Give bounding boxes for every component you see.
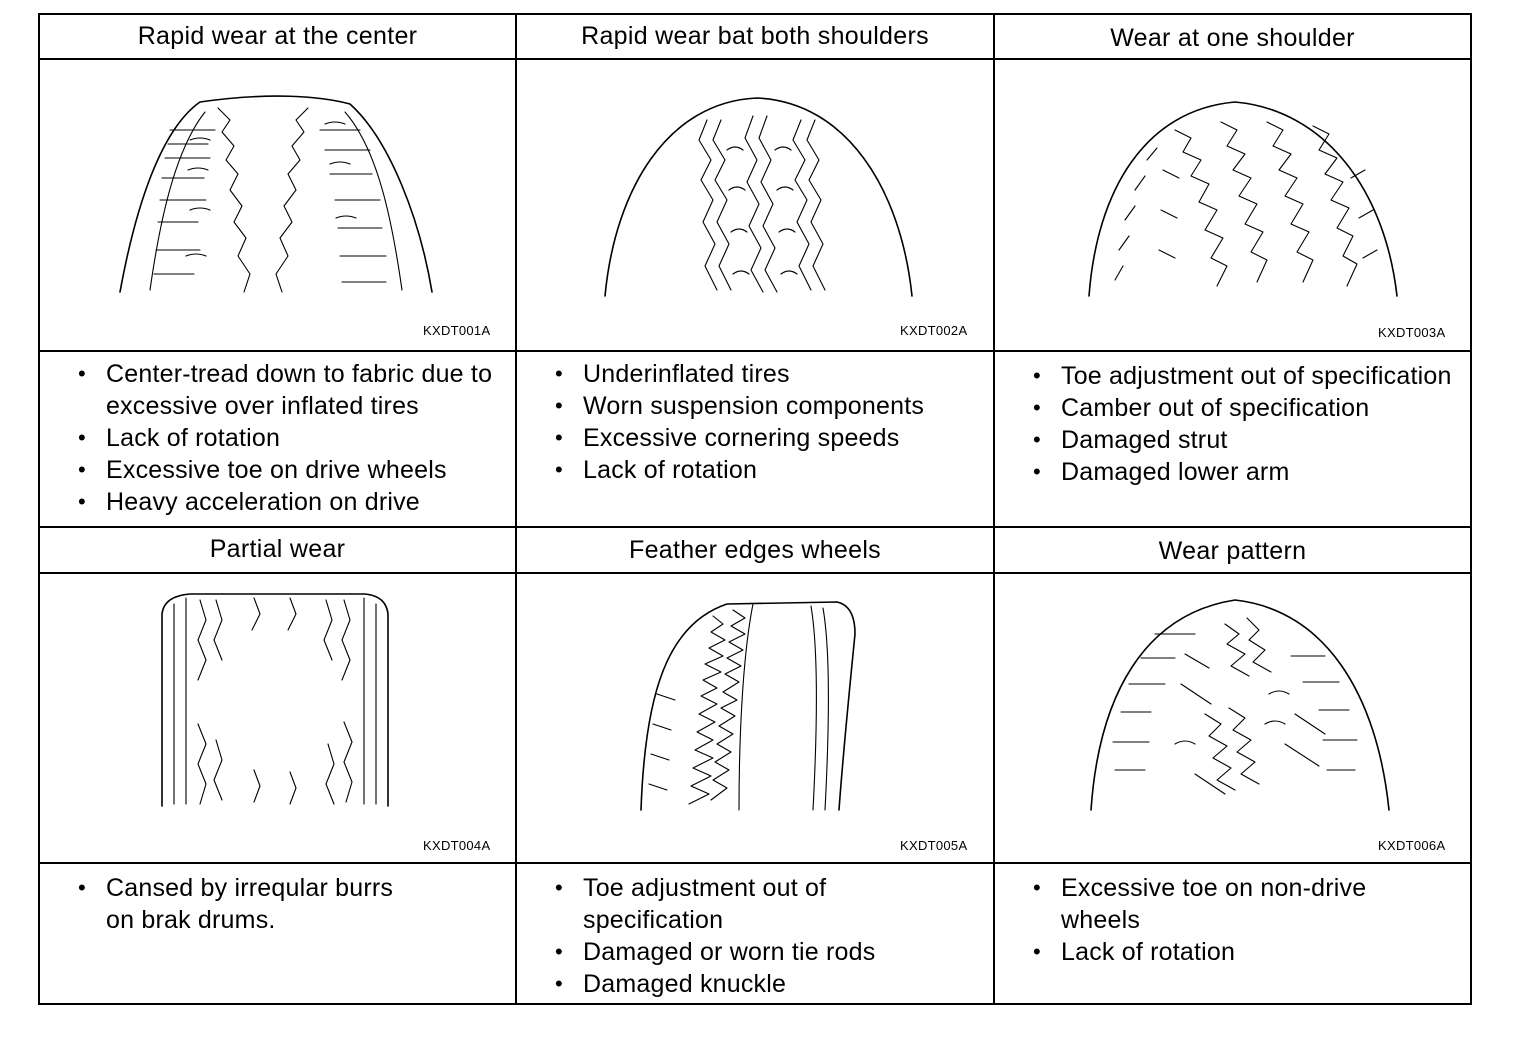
- cause-list: Excessive toe on non-drive wheels Lack o…: [995, 872, 1465, 968]
- figure-code: KXDT004A: [423, 838, 491, 853]
- figure-code: KXDT003A: [1378, 325, 1446, 340]
- list-item: Toe adjustment out of specification: [517, 872, 863, 936]
- cause-list: Center-tread down to fabric due to exces…: [40, 358, 510, 518]
- tire-feather-edges-drawing: [640, 601, 856, 811]
- list-item: Heavy acceleration on drive: [40, 486, 510, 518]
- tire-partial-wear-drawing: [161, 593, 389, 807]
- cell-title: Partial wear: [209, 534, 346, 563]
- row1-figure-divider: [38, 350, 1472, 352]
- tire-wear-table: Rapid wear at the center KXDT001A Center…: [38, 13, 1472, 1005]
- cause-list: Underinflated tires Worn suspension comp…: [517, 358, 987, 486]
- row2-figure-divider: [38, 862, 1472, 864]
- list-item: Center-tread down to fabric due to exces…: [40, 358, 510, 422]
- figure-code: KXDT006A: [1378, 838, 1446, 853]
- tire-both-shoulders-drawing: [604, 97, 913, 297]
- table-border-right: [1470, 13, 1472, 1005]
- list-item: Excessive cornering speeds: [517, 422, 987, 454]
- cause-list: Toe adjustment out of specification Dama…: [517, 872, 987, 1000]
- list-item: Damaged lower arm: [995, 456, 1465, 488]
- row-divider: [38, 526, 1472, 528]
- list-item: Damaged knuckle: [517, 968, 987, 1000]
- list-item: Lack of rotation: [517, 454, 987, 486]
- list-item: Lack of rotation: [40, 422, 510, 454]
- list-item: Underinflated tires: [517, 358, 987, 390]
- list-item: Cansed by irreqular burrs on brak drums.: [40, 872, 426, 936]
- tire-one-shoulder-drawing: [1088, 101, 1398, 297]
- list-item: Damaged or worn tie rods: [517, 936, 987, 968]
- tire-figure-one-shoulder: [995, 60, 1470, 350]
- tire-center-wear-drawing: [119, 95, 433, 293]
- figure-code: KXDT001A: [423, 323, 491, 338]
- tire-wear-pattern-drawing: [1090, 599, 1390, 811]
- table-border-left: [38, 13, 40, 1005]
- row1-title-divider: [38, 58, 1472, 60]
- list-item: Toe adjustment out of specification: [995, 360, 1465, 392]
- list-item: Excessive toe on drive wheels: [40, 454, 510, 486]
- list-item: Excessive toe on non-drive wheels: [995, 872, 1401, 936]
- cell-title: Wear pattern: [1158, 536, 1307, 565]
- tire-figure-partial-wear: [40, 574, 515, 862]
- column-divider-2: [993, 13, 995, 1005]
- table-border-bottom: [38, 1003, 1472, 1005]
- cell-title: Feather edges wheels: [629, 535, 881, 564]
- figure-code: KXDT005A: [900, 838, 968, 853]
- table-border-top: [38, 13, 1472, 15]
- column-divider-1: [515, 13, 517, 1005]
- list-item: Worn suspension components: [517, 390, 987, 422]
- cell-title: Rapid wear at the center: [137, 21, 418, 50]
- list-item: Damaged strut: [995, 424, 1465, 456]
- cell-title: Rapid wear bat both shoulders: [581, 21, 929, 50]
- list-item: Lack of rotation: [995, 936, 1465, 968]
- cause-list: Cansed by irreqular burrs on brak drums.: [40, 872, 510, 936]
- cell-title: Wear at one shoulder: [1110, 23, 1355, 52]
- row2-title-divider: [38, 572, 1472, 574]
- tire-figure-center-wear: [40, 60, 515, 350]
- list-item: Camber out of specification: [995, 392, 1465, 424]
- tire-figure-feather-edges: [517, 574, 993, 862]
- tire-figure-wear-pattern: [995, 574, 1470, 862]
- tire-figure-shoulder-wear: [517, 60, 993, 350]
- figure-code: KXDT002A: [900, 323, 968, 338]
- cause-list: Toe adjustment out of specification Camb…: [995, 360, 1465, 488]
